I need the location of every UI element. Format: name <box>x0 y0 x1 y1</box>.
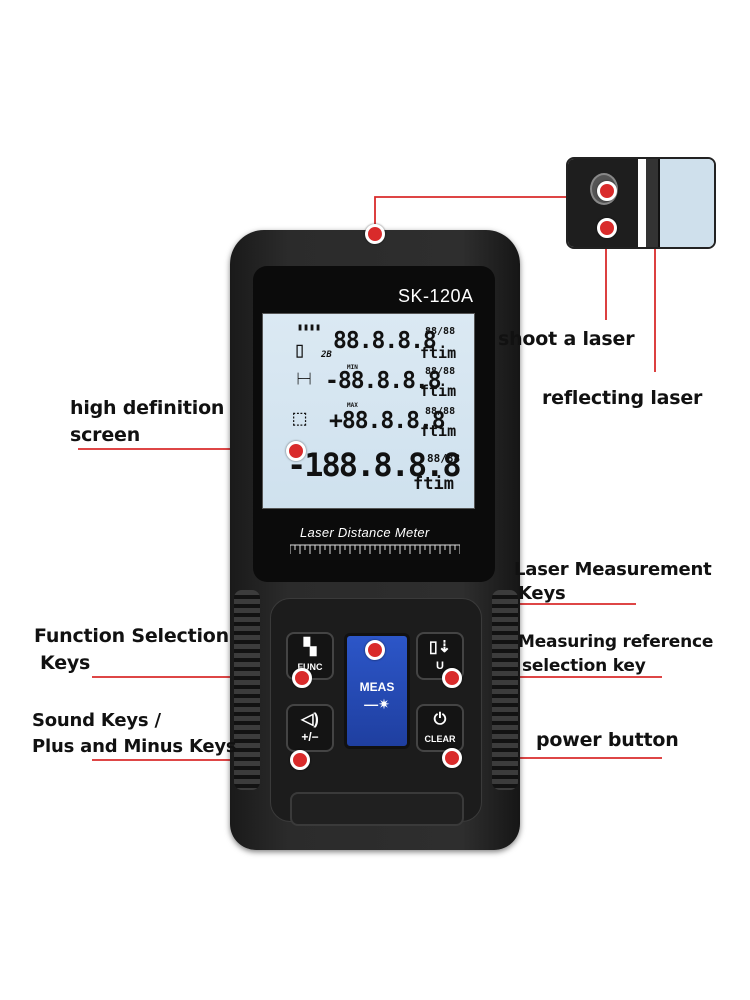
marker-clear-key <box>442 748 462 768</box>
side-grille-left <box>234 590 260 790</box>
grid-icon: ▚ <box>303 639 317 656</box>
lcd-row-4-unit-bottom: ftim <box>413 474 454 494</box>
lcd-row-4-unit-top: 88/88 <box>427 452 461 465</box>
lcd-row-1-unit-bottom: ftim <box>420 344 457 362</box>
label-laser-1: Laser Measurement <box>514 559 712 580</box>
label-laser-2: Keys <box>518 583 566 604</box>
lcd-row-1-unit-top: 88/88 <box>425 326 456 337</box>
marker-laser-window <box>365 224 385 244</box>
side-grille-right <box>492 590 518 790</box>
laser-icon: —✷ <box>364 696 390 712</box>
label-function-1: Function Selection <box>34 625 229 647</box>
label-screen-2: screen <box>70 424 141 446</box>
speaker-icon: ◁) <box>301 711 319 728</box>
clear-key[interactable]: ⏻ CLEAR <box>416 704 464 752</box>
marker-reference-key <box>442 668 462 688</box>
lcd-row-1-tag: 2B <box>321 350 332 360</box>
lcd-caption: Laser Distance Meter <box>300 525 430 540</box>
inset-screen <box>656 159 714 247</box>
marker-shoot-laser <box>597 181 617 201</box>
reference-key-label: U <box>436 660 444 672</box>
model-name: SK-120A <box>398 286 474 306</box>
lcd-row-1-digits: 88.8.8.8 <box>333 328 437 354</box>
label-reflect: reflecting laser <box>542 387 703 409</box>
label-power: power button <box>536 729 679 751</box>
marker-reflect-laser <box>597 218 617 238</box>
clear-key-label: CLEAR <box>424 734 456 744</box>
power-icon: ⏻ <box>433 711 447 728</box>
function-key-label: FUNC <box>297 662 323 672</box>
lcd-screen: ▮▮▮▮ ▯ 2B 88.8.8.8 88/88 ftim MIN -88.8.… <box>262 313 475 509</box>
label-function-2: Keys <box>40 652 91 674</box>
measure-key-label: MEAS <box>359 680 395 694</box>
lcd-row-2-digits: -88.8.8.8 <box>325 368 442 394</box>
marker-sound-key <box>290 750 310 770</box>
marker-measure-key <box>365 640 385 660</box>
label-shoot: shoot a laser <box>498 328 635 350</box>
lcd-row-3-unit-bottom: ftim <box>420 422 457 440</box>
sound-key[interactable]: ◁) +/− <box>286 704 334 752</box>
label-sound-2: Plus and Minus Keys <box>32 736 237 757</box>
label-sound-1: Sound Keys / <box>32 710 161 731</box>
lcd-row-2-unit-top: 88/88 <box>425 366 456 377</box>
device-icon: ▯ <box>293 338 307 363</box>
sound-key-label: +/− <box>301 730 319 744</box>
room-icon: ⬚ <box>293 406 307 431</box>
line-top-laser <box>374 196 596 234</box>
lcd-row-2-unit-bottom: ftim <box>420 382 457 400</box>
ruler-scale <box>290 544 460 554</box>
lcd-row-3-digits: +88.8.8.8 <box>329 408 446 434</box>
bottom-recess <box>290 792 464 826</box>
lcd-row-3-unit-top: 88/88 <box>425 406 456 417</box>
inset-laser-detail <box>566 157 716 249</box>
lcd-row-3-tag: MAX <box>347 402 358 409</box>
inset-screen-edge <box>646 159 658 247</box>
label-reference-2: selection key <box>522 656 646 676</box>
label-reference-1: Measuring reference <box>518 632 714 652</box>
marker-function-key <box>292 668 312 688</box>
lcd-row-2-tag: MIN <box>347 364 358 371</box>
battery-icon: ▮▮▮▮ <box>297 322 322 333</box>
range-icon: ├─┤ <box>295 374 314 385</box>
label-screen-1: high definition <box>70 397 225 419</box>
marker-screen <box>286 441 306 461</box>
lcd-row-4-digits: -188.8.8.8 <box>287 446 462 484</box>
reference-icon: ▯⇣ <box>428 639 452 656</box>
